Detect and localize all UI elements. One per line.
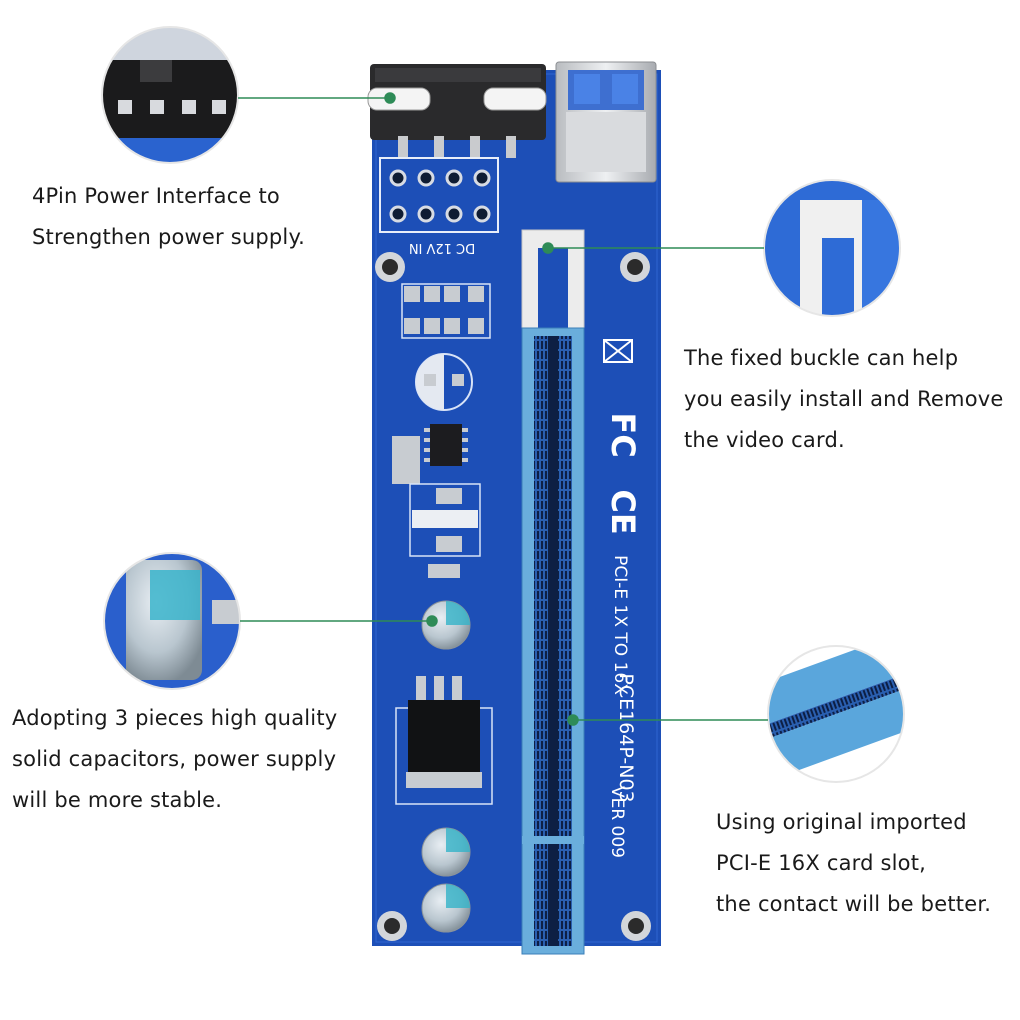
- callout-line: Adopting 3 pieces high quality: [12, 706, 338, 730]
- callout-buckle: The fixed buckle can help you easily ins…: [684, 338, 1004, 461]
- usb-port: [555, 61, 657, 183]
- diode-pads: [401, 283, 491, 339]
- callout-line: the video card.: [684, 428, 845, 452]
- mounting-holes: [375, 252, 651, 941]
- inset-fixed-buckle: [763, 179, 901, 317]
- voltage-regulator: [395, 676, 493, 805]
- callout-slot: Using original imported PCI-E 16X card s…: [716, 802, 991, 925]
- capacitor-outline: [415, 353, 473, 411]
- callout-line: Strengthen power supply.: [32, 225, 305, 249]
- inductor-pads: [409, 483, 481, 578]
- slot-mark: PCI-E 1X TO 16X: [610, 555, 630, 695]
- callout-line: solid capacitors, power supply: [12, 747, 337, 771]
- silkscreen: PCE164P-N03 VER 009 PCI-E 1X TO 16X FC C…: [603, 339, 642, 858]
- inset-pcie-slot: [767, 645, 905, 783]
- power-label: DC 12V IN: [409, 240, 475, 255]
- molex-connector: [367, 64, 547, 158]
- model-mark: PCE164P-N03: [615, 673, 637, 802]
- callout-line: PCI-E 16X card slot,: [716, 851, 927, 875]
- callout-line: you easily install and Remove: [684, 387, 1004, 411]
- board-capacitors: [421, 600, 471, 933]
- inset-solid-capacitor: [103, 552, 241, 690]
- callout-line: The fixed buckle can help: [684, 346, 959, 370]
- version-mark: VER 009: [607, 786, 627, 858]
- pcie-x16-slot: [521, 229, 585, 955]
- callout-line: will be more stable.: [12, 788, 223, 812]
- callout-capacitors: Adopting 3 pieces high quality solid cap…: [12, 698, 337, 821]
- callout-line: Using original imported: [716, 810, 967, 834]
- callout-line: the contact will be better.: [716, 892, 992, 916]
- inset-power-connector: [101, 26, 239, 164]
- power-header: DC 12V IN: [379, 157, 499, 255]
- fc-mark: FC: [604, 412, 642, 457]
- callout-power: 4Pin Power Interface to Strengthen power…: [32, 176, 305, 258]
- ce-mark: CE: [604, 489, 642, 534]
- riser-board: DC 12V IN: [367, 61, 661, 955]
- leader-lines: [238, 92, 768, 726]
- callout-line: 4Pin Power Interface to: [32, 184, 280, 208]
- controller-chip: [392, 424, 468, 484]
